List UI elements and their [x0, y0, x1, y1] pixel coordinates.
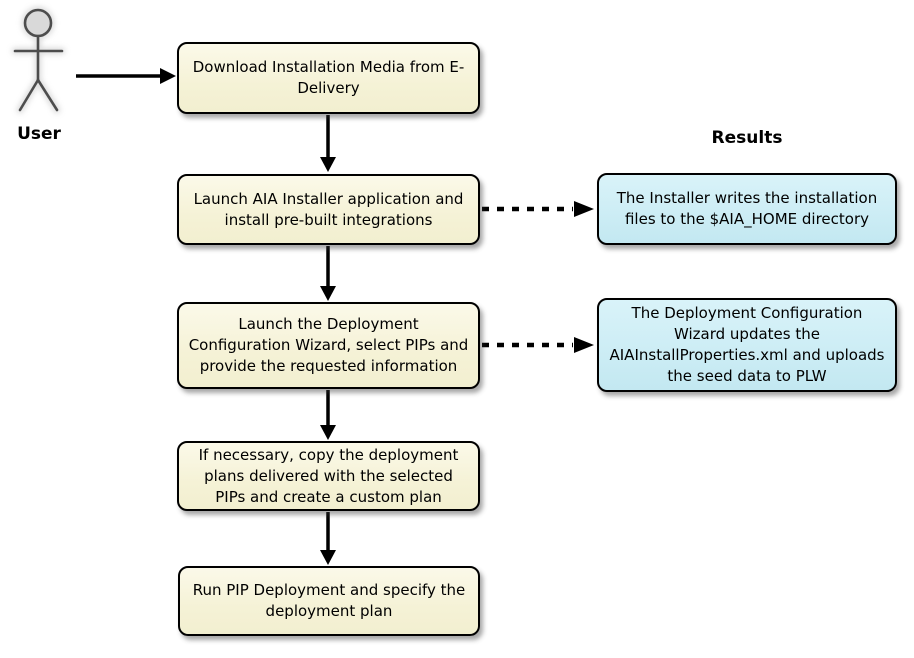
actor-label: User [17, 124, 61, 144]
arrow-step1-to-step2 [320, 115, 336, 172]
flow-step-1-label: Download Installation Media from E-Deliv… [192, 58, 465, 97]
flow-step-5-label: Run PIP Deployment and specify the deplo… [192, 581, 466, 620]
arrow-step3-to-step4 [320, 390, 336, 440]
flow-step-1-box: Download Installation Media from E-Deliv… [177, 42, 480, 114]
dashed-arrow-step3-to-result2 [482, 337, 594, 353]
dashed-arrow-step2-to-result1 [482, 201, 594, 217]
flow-step-3-box: Launch the Deployment Configuration Wiza… [177, 302, 480, 389]
flow-step-4-box: If necessary, copy the deployment plans … [177, 441, 480, 511]
arrow-step4-to-step5 [320, 512, 336, 565]
result-1-label: The Installer writes the installation fi… [616, 189, 878, 228]
result-1-box: The Installer writes the installation fi… [597, 173, 897, 245]
flow-step-2-label: Launch AIA Installer application and ins… [193, 189, 464, 229]
arrow-step2-to-step3 [320, 246, 336, 301]
flow-step-3-label: Launch the Deployment Configuration Wiza… [188, 315, 469, 375]
results-heading: Results [711, 128, 783, 148]
user-actor-icon [11, 6, 66, 114]
flow-step-2-box: Launch AIA Installer application and ins… [177, 174, 480, 245]
arrow-user-to-step1 [76, 68, 176, 84]
result-2-box: The Deployment Configuration Wizard upda… [597, 298, 897, 392]
flow-step-4-label: If necessary, copy the deployment plans … [198, 445, 459, 506]
flow-step-5-box: Run PIP Deployment and specify the deplo… [178, 566, 480, 636]
result-2-label: The Deployment Configuration Wizard upda… [609, 304, 885, 385]
